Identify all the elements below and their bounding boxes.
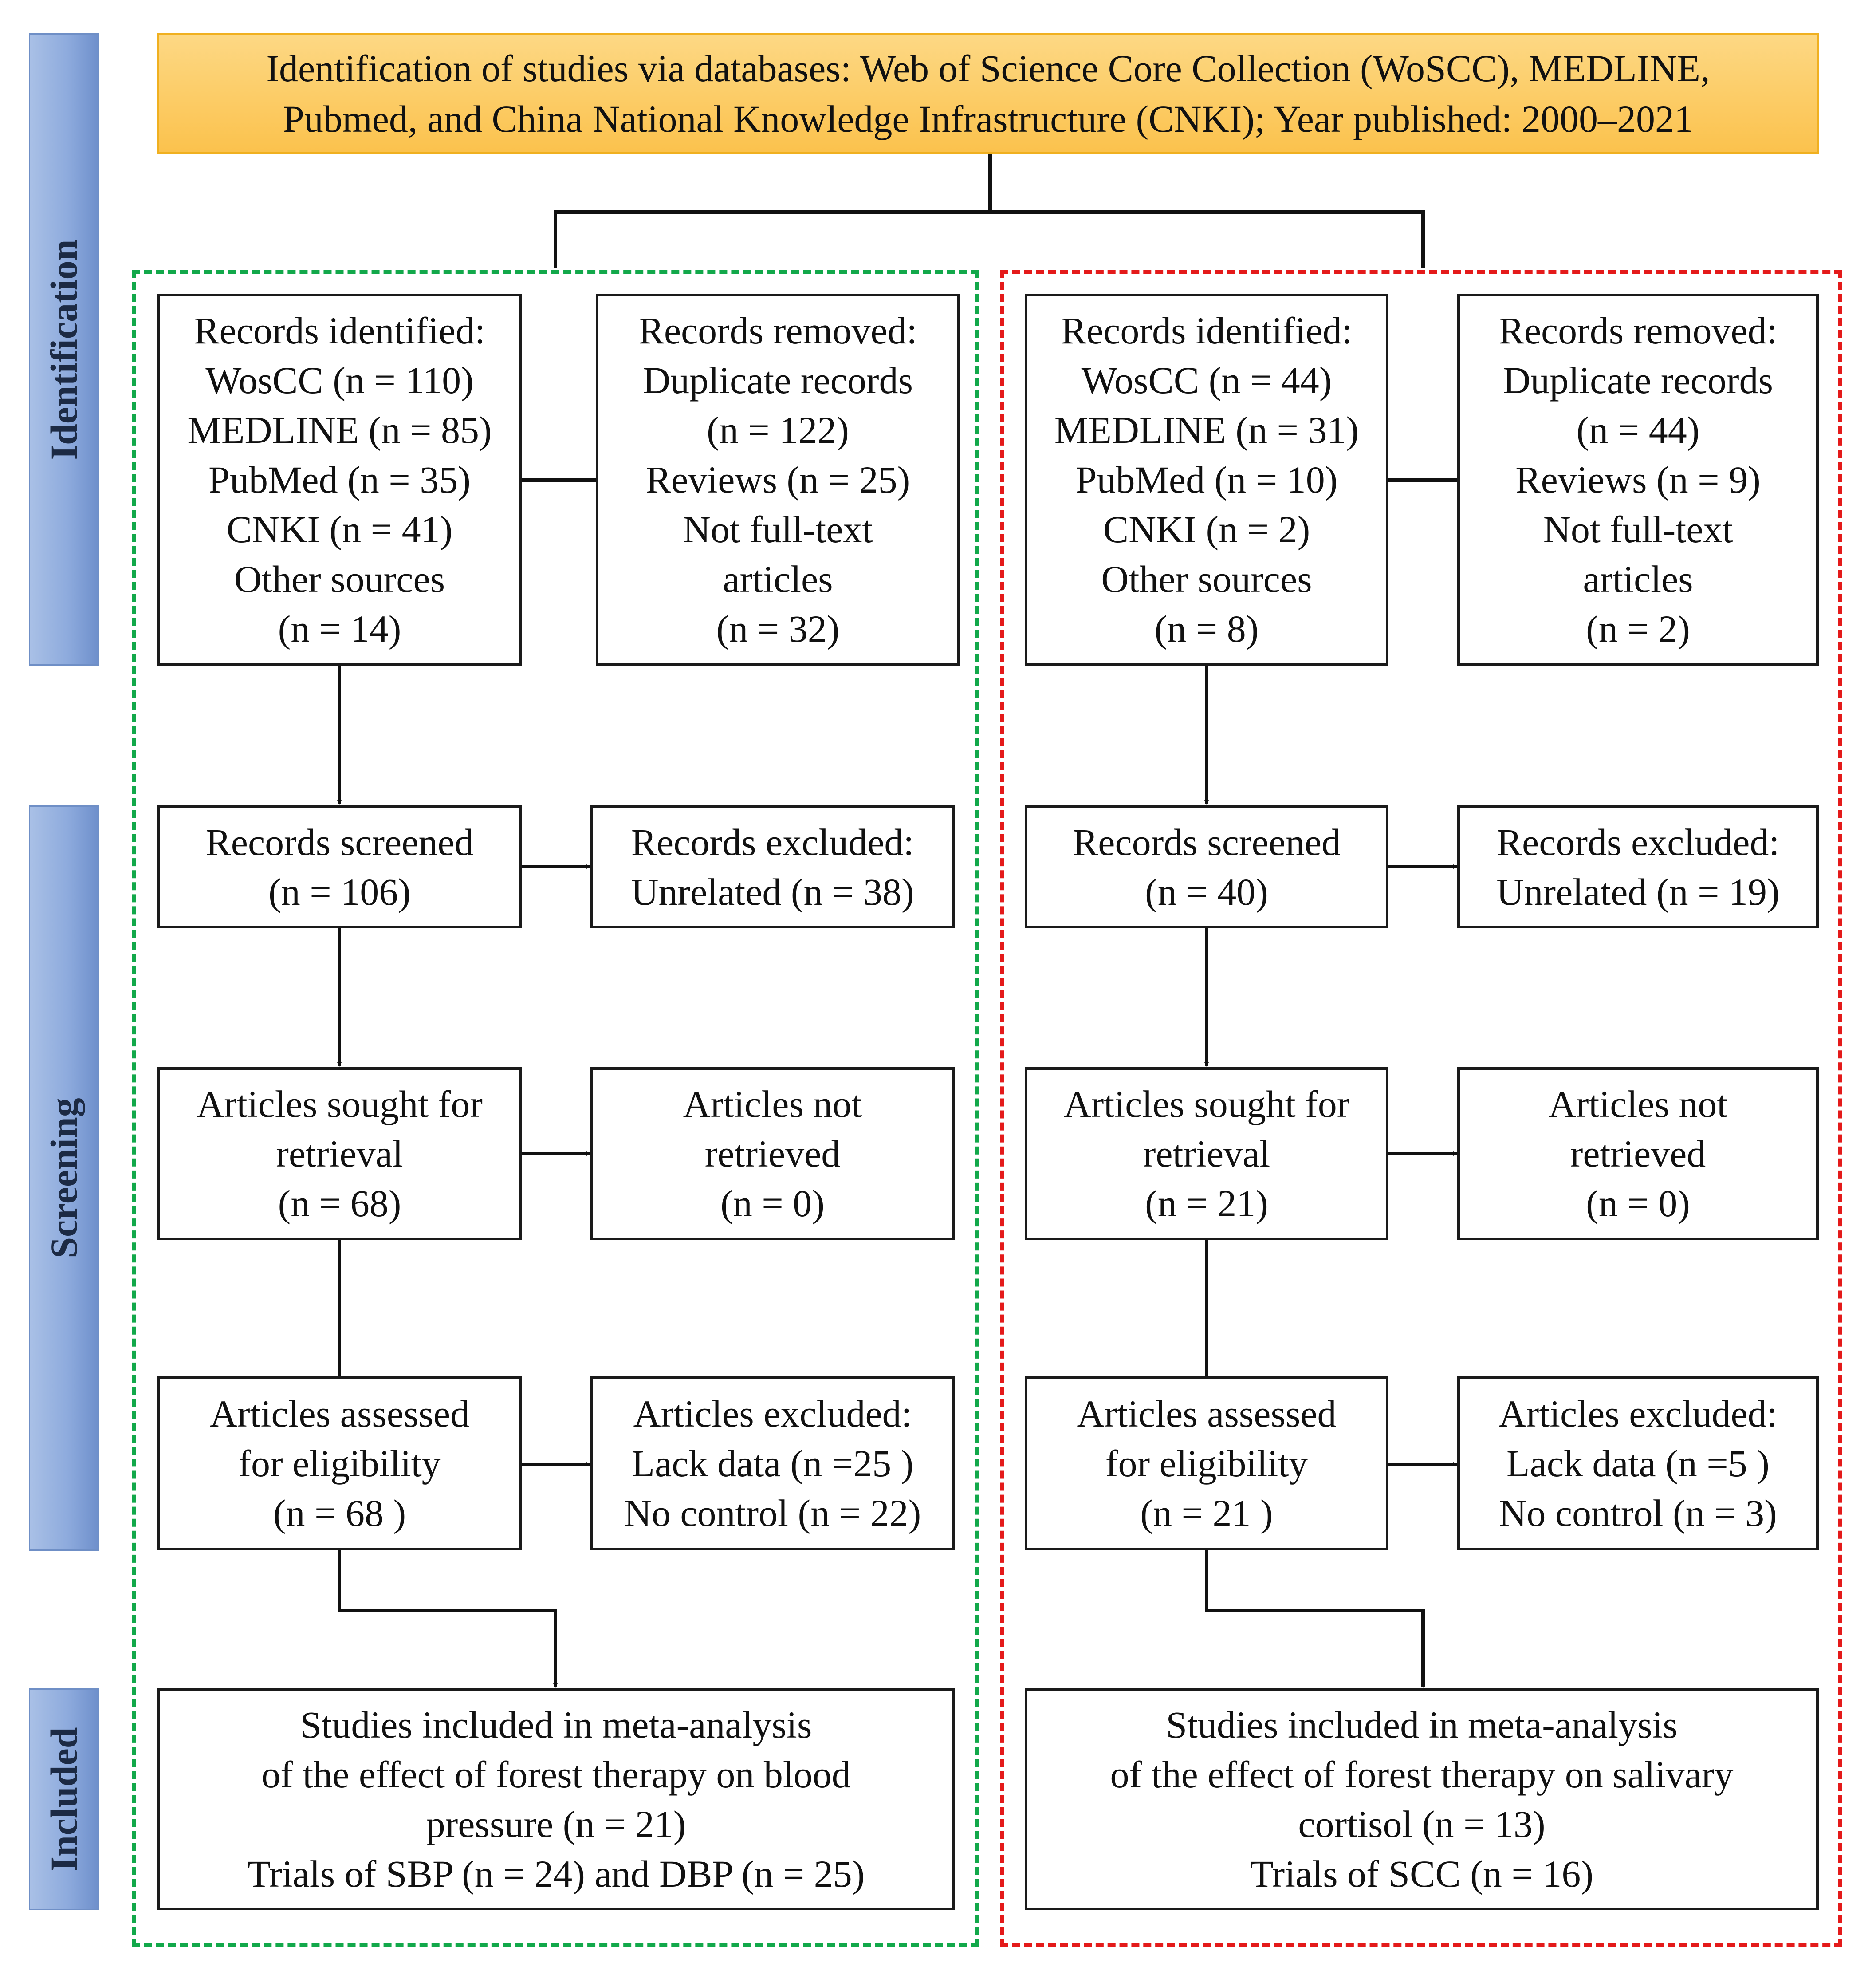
box-line: Articles not bbox=[1548, 1083, 1728, 1125]
box-line: retrieved bbox=[704, 1132, 841, 1175]
box-line: PubMed (n = 35) bbox=[208, 458, 471, 501]
box-line: Articles excluded: bbox=[1498, 1392, 1778, 1435]
box-line: Articles sought for bbox=[1063, 1083, 1350, 1125]
box-line: Articles excluded: bbox=[633, 1392, 912, 1435]
box-line: Records removed: bbox=[1498, 309, 1778, 352]
box-line: MEDLINE (n = 85) bbox=[187, 409, 492, 451]
box-line: Studies included in meta-analysis bbox=[300, 1703, 812, 1746]
right-records-removed-box: Records removed: Duplicate records (n = … bbox=[1457, 294, 1819, 666]
box-line: (n = 21 ) bbox=[1140, 1492, 1273, 1534]
box-line: (n = 0) bbox=[720, 1182, 825, 1225]
header-line-1: Identification of studies via databases:… bbox=[266, 47, 1710, 90]
box-line: Not full-text bbox=[1543, 508, 1733, 551]
box-line: CNKI (n = 2) bbox=[1103, 508, 1310, 551]
box-line: of the effect of forest therapy on saliv… bbox=[1110, 1753, 1734, 1796]
box-line: Studies included in meta-analysis bbox=[1166, 1703, 1678, 1746]
box-line: Other sources bbox=[234, 558, 445, 600]
left-articles-excluded-box: Articles excluded: Lack data (n =25 ) No… bbox=[590, 1376, 955, 1550]
box-line: WosCC (n = 44) bbox=[1081, 359, 1332, 402]
box-line: Records identified: bbox=[1061, 309, 1353, 352]
box-line: (n = 8) bbox=[1154, 607, 1259, 650]
box-line: Lack data (n =25 ) bbox=[631, 1442, 914, 1485]
box-line: Records excluded: bbox=[1496, 820, 1780, 863]
left-panel-blood-pressure bbox=[132, 270, 979, 1947]
box-line: articles bbox=[723, 558, 833, 600]
right-panel-salivary-cortisol bbox=[1000, 270, 1842, 1947]
box-line: Lack data (n =5 ) bbox=[1506, 1442, 1770, 1485]
arrow-right-assessed-included bbox=[1205, 1550, 1425, 1688]
box-line: Unrelated (n = 38) bbox=[631, 870, 914, 913]
box-line: Reviews (n = 9) bbox=[1515, 458, 1761, 501]
box-line: (n = 0) bbox=[1586, 1182, 1690, 1225]
box-line: Records excluded: bbox=[631, 820, 914, 863]
left-records-identified-box: Records identified: WosCC (n = 110) MEDL… bbox=[157, 294, 522, 666]
box-line: Duplicate records bbox=[1503, 359, 1773, 402]
box-line: Records screened bbox=[205, 820, 474, 863]
box-line: (n = 68 ) bbox=[273, 1492, 406, 1534]
right-articles-not-retrieved-box: Articles not retrieved (n = 0) bbox=[1457, 1067, 1819, 1240]
box-line: Records removed: bbox=[638, 309, 917, 352]
box-line: Articles not bbox=[683, 1083, 862, 1125]
header-box: Identification of studies via databases:… bbox=[157, 33, 1819, 154]
box-line: Articles assessed bbox=[209, 1392, 470, 1435]
left-studies-included-box: Studies included in meta-analysis of the… bbox=[157, 1688, 955, 1910]
right-records-screened-box: Records screened (n = 40) bbox=[1025, 805, 1388, 928]
box-line: PubMed (n = 10) bbox=[1075, 458, 1338, 501]
left-records-removed-box: Records removed: Duplicate records (n = … bbox=[596, 294, 960, 666]
stage-included: Included bbox=[29, 1688, 99, 1910]
box-line: pressure (n = 21) bbox=[426, 1803, 686, 1845]
right-studies-included-box: Studies included in meta-analysis of the… bbox=[1025, 1688, 1819, 1910]
box-line: Other sources bbox=[1101, 558, 1312, 600]
box-line: retrieved bbox=[1570, 1132, 1706, 1175]
right-records-identified-box: Records identified: WosCC (n = 44) MEDLI… bbox=[1025, 294, 1388, 666]
right-records-excluded-box: Records excluded: Unrelated (n = 19) bbox=[1457, 805, 1819, 928]
left-articles-assessed-box: Articles assessed for eligibility (n = 6… bbox=[157, 1376, 522, 1550]
box-line: No control (n = 3) bbox=[1499, 1492, 1777, 1534]
box-line: Articles assessed bbox=[1077, 1392, 1337, 1435]
right-articles-sought-box: Articles sought for retrieval (n = 21) bbox=[1025, 1067, 1388, 1240]
box-line: (n = 44) bbox=[1576, 409, 1700, 451]
left-articles-sought-box: Articles sought for retrieval (n = 68) bbox=[157, 1067, 522, 1240]
box-line: articles bbox=[1583, 558, 1693, 600]
box-line: Trials of SBP (n = 24) and DBP (n = 25) bbox=[247, 1853, 865, 1895]
box-line: retrieval bbox=[276, 1132, 403, 1175]
box-line: (n = 122) bbox=[707, 409, 849, 451]
box-line: for eligibility bbox=[1105, 1442, 1308, 1485]
box-line: retrieval bbox=[1143, 1132, 1270, 1175]
box-line: (n = 21) bbox=[1145, 1182, 1268, 1225]
box-line: Records identified: bbox=[194, 309, 485, 352]
box-line: Unrelated (n = 19) bbox=[1496, 870, 1780, 913]
box-line: (n = 68) bbox=[278, 1182, 401, 1225]
box-line: CNKI (n = 41) bbox=[226, 508, 453, 551]
left-records-screened-box: Records screened (n = 106) bbox=[157, 805, 522, 928]
box-line: cortisol (n = 13) bbox=[1298, 1803, 1546, 1845]
left-records-excluded-box: Records excluded: Unrelated (n = 38) bbox=[590, 805, 955, 928]
box-line: Articles sought for bbox=[197, 1083, 483, 1125]
box-line: Records screened bbox=[1072, 820, 1341, 863]
box-line: Duplicate records bbox=[643, 359, 913, 402]
box-line: No control (n = 22) bbox=[624, 1492, 921, 1534]
box-line: (n = 32) bbox=[716, 607, 840, 650]
box-line: MEDLINE (n = 31) bbox=[1054, 409, 1359, 451]
stage-identification: Identification bbox=[29, 33, 99, 666]
right-articles-excluded-box: Articles excluded: Lack data (n =5 ) No … bbox=[1457, 1376, 1819, 1550]
right-articles-assessed-box: Articles assessed for eligibility (n = 2… bbox=[1025, 1376, 1388, 1550]
header-line-2: Pubmed, and China National Knowledge Inf… bbox=[283, 98, 1694, 140]
left-articles-not-retrieved-box: Articles not retrieved (n = 0) bbox=[590, 1067, 955, 1240]
arrow-left-assessed-included bbox=[338, 1550, 558, 1688]
box-line: of the effect of forest therapy on blood bbox=[261, 1753, 851, 1796]
box-line: Not full-text bbox=[683, 508, 873, 551]
box-line: (n = 14) bbox=[278, 607, 401, 650]
box-line: Reviews (n = 25) bbox=[645, 458, 910, 501]
box-line: (n = 40) bbox=[1145, 870, 1268, 913]
stage-screening: Screening bbox=[29, 805, 99, 1551]
box-line: WosCC (n = 110) bbox=[205, 359, 474, 402]
box-line: (n = 106) bbox=[268, 870, 411, 913]
box-line: for eligibility bbox=[238, 1442, 441, 1485]
box-line: Trials of SCC (n = 16) bbox=[1250, 1853, 1594, 1895]
box-line: (n = 2) bbox=[1586, 607, 1690, 650]
